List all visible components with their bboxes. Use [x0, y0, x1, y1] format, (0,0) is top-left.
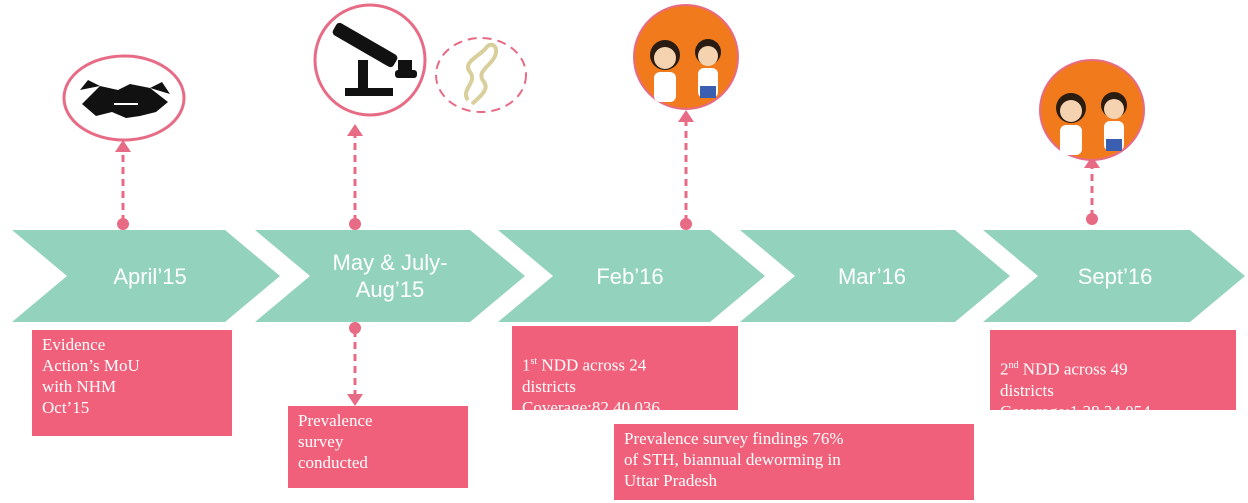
chevron-mar16 [740, 230, 1010, 322]
note-survey: Prevalence survey conducted [288, 406, 468, 488]
chevron-row [12, 230, 1245, 322]
chevron-feb16 [498, 230, 765, 322]
ndd1-suffix: st [530, 356, 538, 367]
stage-label-mar16: Mar’16 [837, 263, 907, 289]
handshake-icon [62, 54, 186, 142]
chevron-may-aug15 [255, 230, 525, 322]
stage-label-sept16: Sept’16 [1077, 263, 1153, 289]
ndd1-number: 1 [522, 355, 531, 375]
chevron-sept16 [983, 230, 1245, 322]
worm-icon [435, 37, 527, 113]
ndd2-number: 2 [1000, 359, 1009, 379]
chevron-april15 [12, 230, 280, 322]
children-badge-icon [1039, 59, 1145, 161]
stage-label-april15: April’15 [113, 263, 187, 289]
note-ndd1: 1st NDD across 24 districts Coverage:82,… [512, 326, 738, 417]
note-findings: Prevalence survey findings 76% of STH, b… [614, 424, 974, 500]
ndd1-text: NDD across 24 districts Coverage:82,40,0… [522, 355, 660, 417]
note-ndd2: 2nd NDD across 49 districts Coverage:1,2… [990, 330, 1236, 421]
stage-label-may-aug15: May & July- Aug’15 [332, 250, 448, 302]
ndd2-text: NDD across 49 districts Coverage:1,28,24… [1000, 359, 1151, 421]
children-badge-icon [633, 4, 739, 110]
note-mou: Evidence Action’s MoU with NHM Oct’15 [32, 330, 232, 436]
stage-label-feb16: Feb’16 [596, 263, 664, 289]
microscope-icon [313, 3, 427, 117]
ndd2-suffix: nd [1008, 360, 1019, 371]
